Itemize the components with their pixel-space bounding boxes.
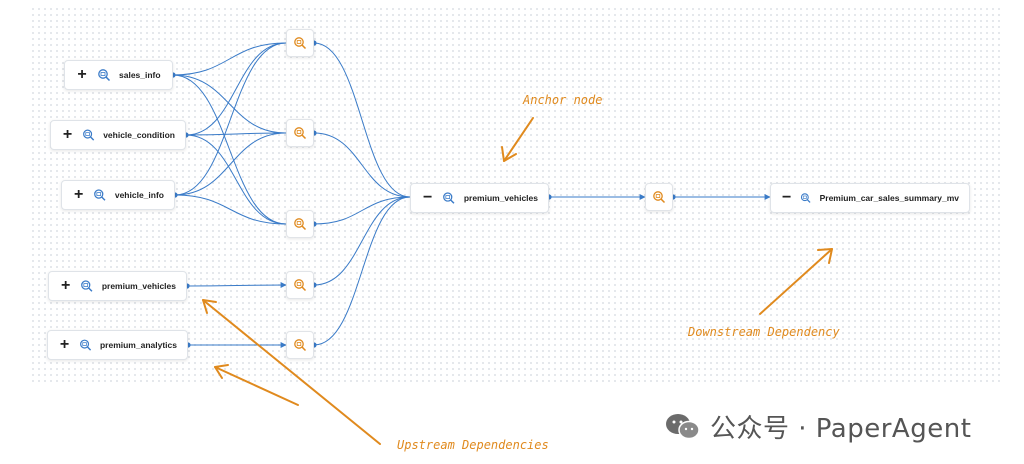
table-search-icon <box>443 192 455 204</box>
query-node-4[interactable] <box>286 271 314 299</box>
node-label: sales_info <box>119 70 161 80</box>
query-icon <box>294 339 307 352</box>
collapse-toggle[interactable]: − <box>781 189 792 206</box>
expand-toggle[interactable]: + <box>74 186 84 203</box>
query-icon <box>294 127 307 140</box>
node-vehicle-info[interactable]: + vehicle_info <box>61 180 175 210</box>
node-premium-vehicles-source[interactable]: + premium_vehicles <box>48 271 187 301</box>
query-node-3[interactable] <box>286 210 314 238</box>
table-search-icon <box>80 339 92 351</box>
collapse-toggle[interactable]: − <box>423 189 433 206</box>
query-node-downstream[interactable] <box>645 183 673 211</box>
node-premium-analytics[interactable]: + premium_analytics <box>47 330 188 360</box>
wechat-icon <box>666 413 700 439</box>
query-icon <box>294 218 307 231</box>
expand-toggle[interactable]: + <box>62 126 73 143</box>
node-sales-info[interactable]: + sales_info <box>64 60 173 90</box>
upstream-dependencies-annotation: Upstream Dependencies <box>397 438 549 452</box>
expand-toggle[interactable]: + <box>61 277 71 294</box>
query-icon <box>294 279 307 292</box>
node-label: premium_vehicles <box>101 281 176 291</box>
node-vehicle-condition[interactable]: + vehicle_condition <box>50 120 186 150</box>
downstream-node-summary-mv[interactable]: − Premium_car_sales_summary_mv <box>770 183 970 213</box>
table-search-icon <box>801 193 811 203</box>
downstream-dependency-annotation: Downstream Dependency <box>688 325 840 339</box>
table-search-icon <box>81 280 93 292</box>
anchor-node-premium-vehicles[interactable]: − premium_vehicles <box>410 183 549 213</box>
anchor-node-annotation: Anchor node <box>523 93 603 107</box>
table-search-icon <box>94 189 106 201</box>
query-node-5[interactable] <box>286 331 314 359</box>
table-search-icon <box>98 69 111 82</box>
query-node-1[interactable] <box>286 29 314 57</box>
node-label: premium_analytics <box>99 340 177 350</box>
query-icon <box>653 191 666 204</box>
node-label: vehicle_info <box>114 190 164 200</box>
expand-toggle[interactable]: + <box>59 336 70 353</box>
watermark: 公众号 · PaperAgent <box>664 408 971 445</box>
query-icon <box>294 37 307 50</box>
query-node-2[interactable] <box>286 119 314 147</box>
node-label: premium_vehicles <box>463 193 538 203</box>
node-label: vehicle_condition <box>103 130 175 140</box>
watermark-text: 公众号 · PaperAgent <box>710 414 972 444</box>
node-label: Premium_car_sales_summary_mv <box>819 193 959 203</box>
table-search-icon <box>83 129 95 141</box>
expand-toggle[interactable]: + <box>77 66 87 83</box>
